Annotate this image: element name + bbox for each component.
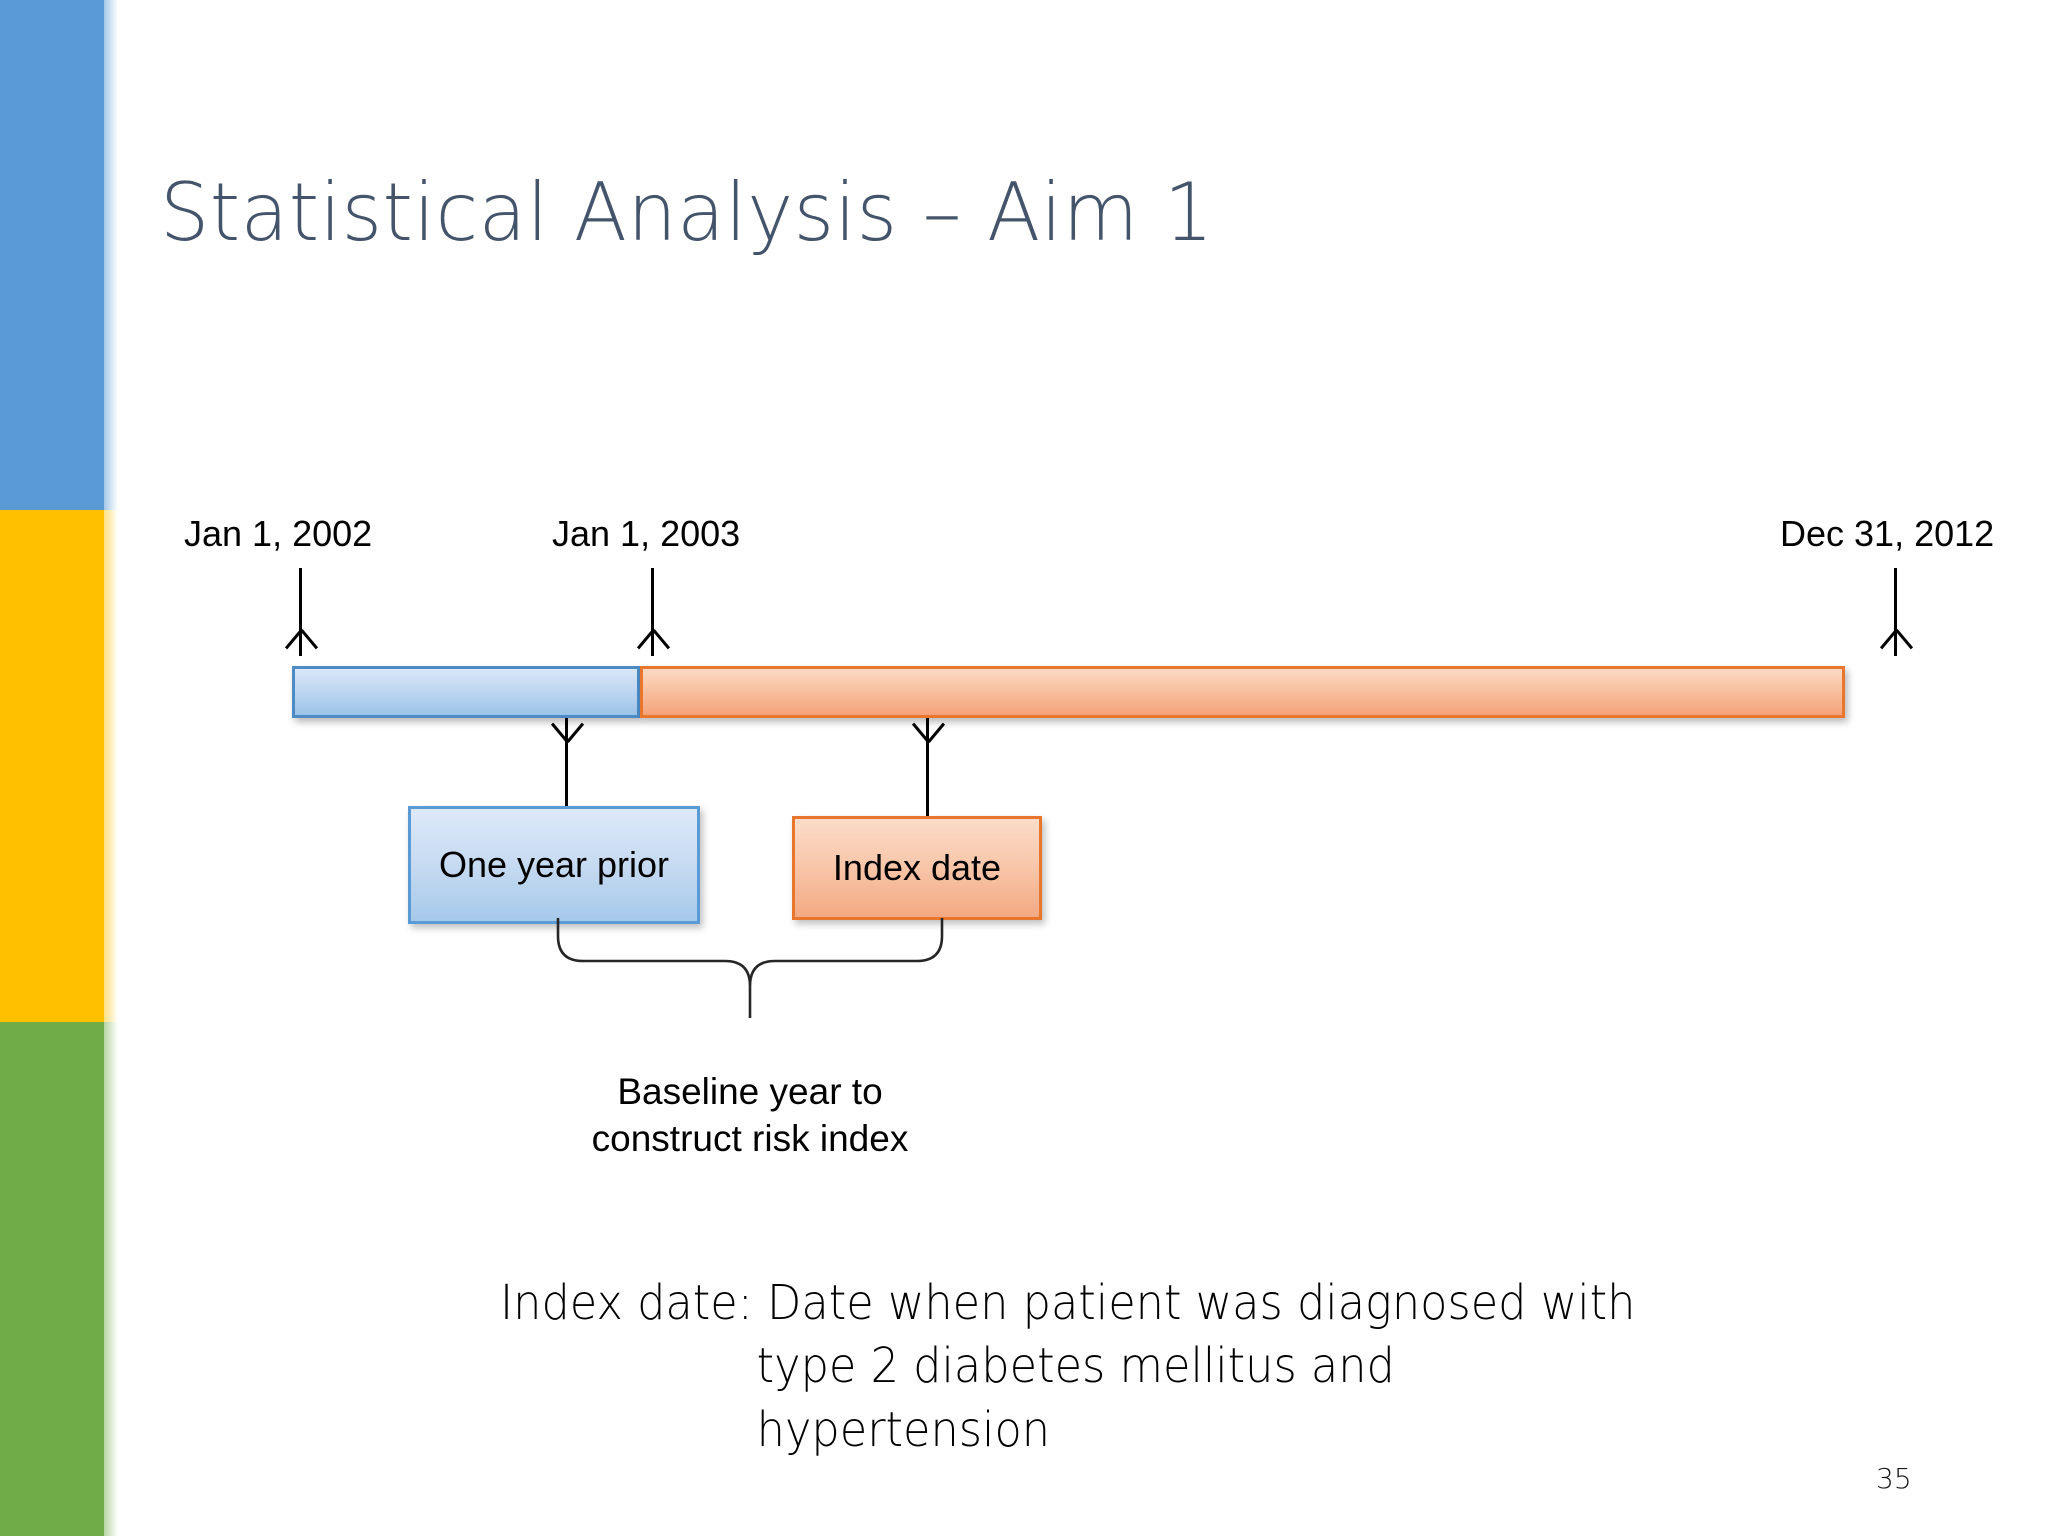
brace-caption: Baseline year to construct risk index <box>545 1068 955 1163</box>
date-label-index-year: Jan 1, 2003 <box>552 513 741 554</box>
sidebar-glow-green <box>104 1022 118 1536</box>
sidebar-glow <box>104 0 118 1536</box>
arrow-stem <box>299 568 302 656</box>
slide-accent-sidebar <box>0 0 104 1536</box>
brace-caption-line2: construct risk index <box>591 1118 909 1160</box>
timeline-bar-baseline <box>292 666 640 718</box>
date-label-end: Dec 31, 2012 <box>1780 513 1995 554</box>
callout-index-date-label: Index date <box>832 846 1002 888</box>
arrow-head <box>643 630 663 650</box>
up-arrow-one-year-prior-icon <box>551 718 581 806</box>
arrow-head <box>291 630 311 650</box>
footnote-line1: Index date: Date when patient was diagno… <box>500 1275 1636 1331</box>
up-arrow-index-date-icon <box>912 718 942 818</box>
sidebar-band-blue <box>0 0 104 510</box>
brace-connector <box>540 916 960 1058</box>
footnote: Index date: Date when patient was diagno… <box>500 1272 1690 1462</box>
sidebar-glow-blue <box>104 0 118 510</box>
page-number: 35 <box>1876 1462 1912 1495</box>
timeline-bar-followup <box>640 666 1845 718</box>
arrow-stem <box>651 568 654 656</box>
arrow-stem <box>565 718 568 806</box>
page-title: Statistical Analysis – Aim 1 <box>160 166 1214 259</box>
arrow-stem <box>1894 568 1897 656</box>
sidebar-band-green <box>0 1022 104 1536</box>
sidebar-band-yellow <box>0 510 104 1022</box>
arrow-head <box>1886 630 1906 650</box>
callout-index-date: Index date <box>792 816 1042 920</box>
callout-one-year-prior-label: One year prior <box>438 843 670 885</box>
footnote-line2: type 2 diabetes mellitus and hypertensio… <box>756 1338 1395 1458</box>
sidebar-glow-yellow <box>104 510 118 1022</box>
arrow-head <box>918 718 938 742</box>
date-label-start: Jan 1, 2002 <box>184 513 373 554</box>
callout-one-year-prior: One year prior <box>408 806 700 924</box>
arrow-stem <box>926 718 929 818</box>
brace-caption-line1: Baseline year to <box>617 1071 883 1112</box>
arrow-head <box>557 718 577 742</box>
